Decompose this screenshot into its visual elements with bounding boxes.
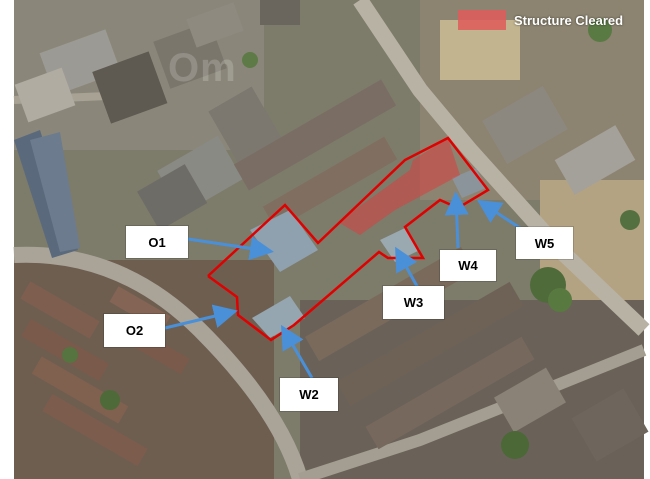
legend-label: Structure Cleared [514, 12, 624, 28]
site-boundary [207, 136, 490, 342]
arrow-o2 [164, 304, 238, 330]
callout-o2: O2 [104, 314, 165, 347]
arrow-w4 [444, 191, 469, 249]
arrow-o1 [187, 236, 274, 261]
arrow-w5 [476, 199, 521, 230]
callout-w3: W3 [383, 286, 444, 319]
callout-w2: W2 [280, 378, 338, 411]
watermark: Om [168, 46, 237, 90]
cleared-area [338, 138, 460, 235]
legend-swatch [458, 10, 506, 30]
callout-w5: W5 [516, 227, 573, 259]
legend: Structure Cleared [458, 10, 623, 30]
callout-o1: O1 [126, 226, 188, 258]
arrow-w3 [395, 246, 420, 289]
arrow-w2 [280, 324, 314, 379]
callout-w4: W4 [440, 250, 496, 281]
